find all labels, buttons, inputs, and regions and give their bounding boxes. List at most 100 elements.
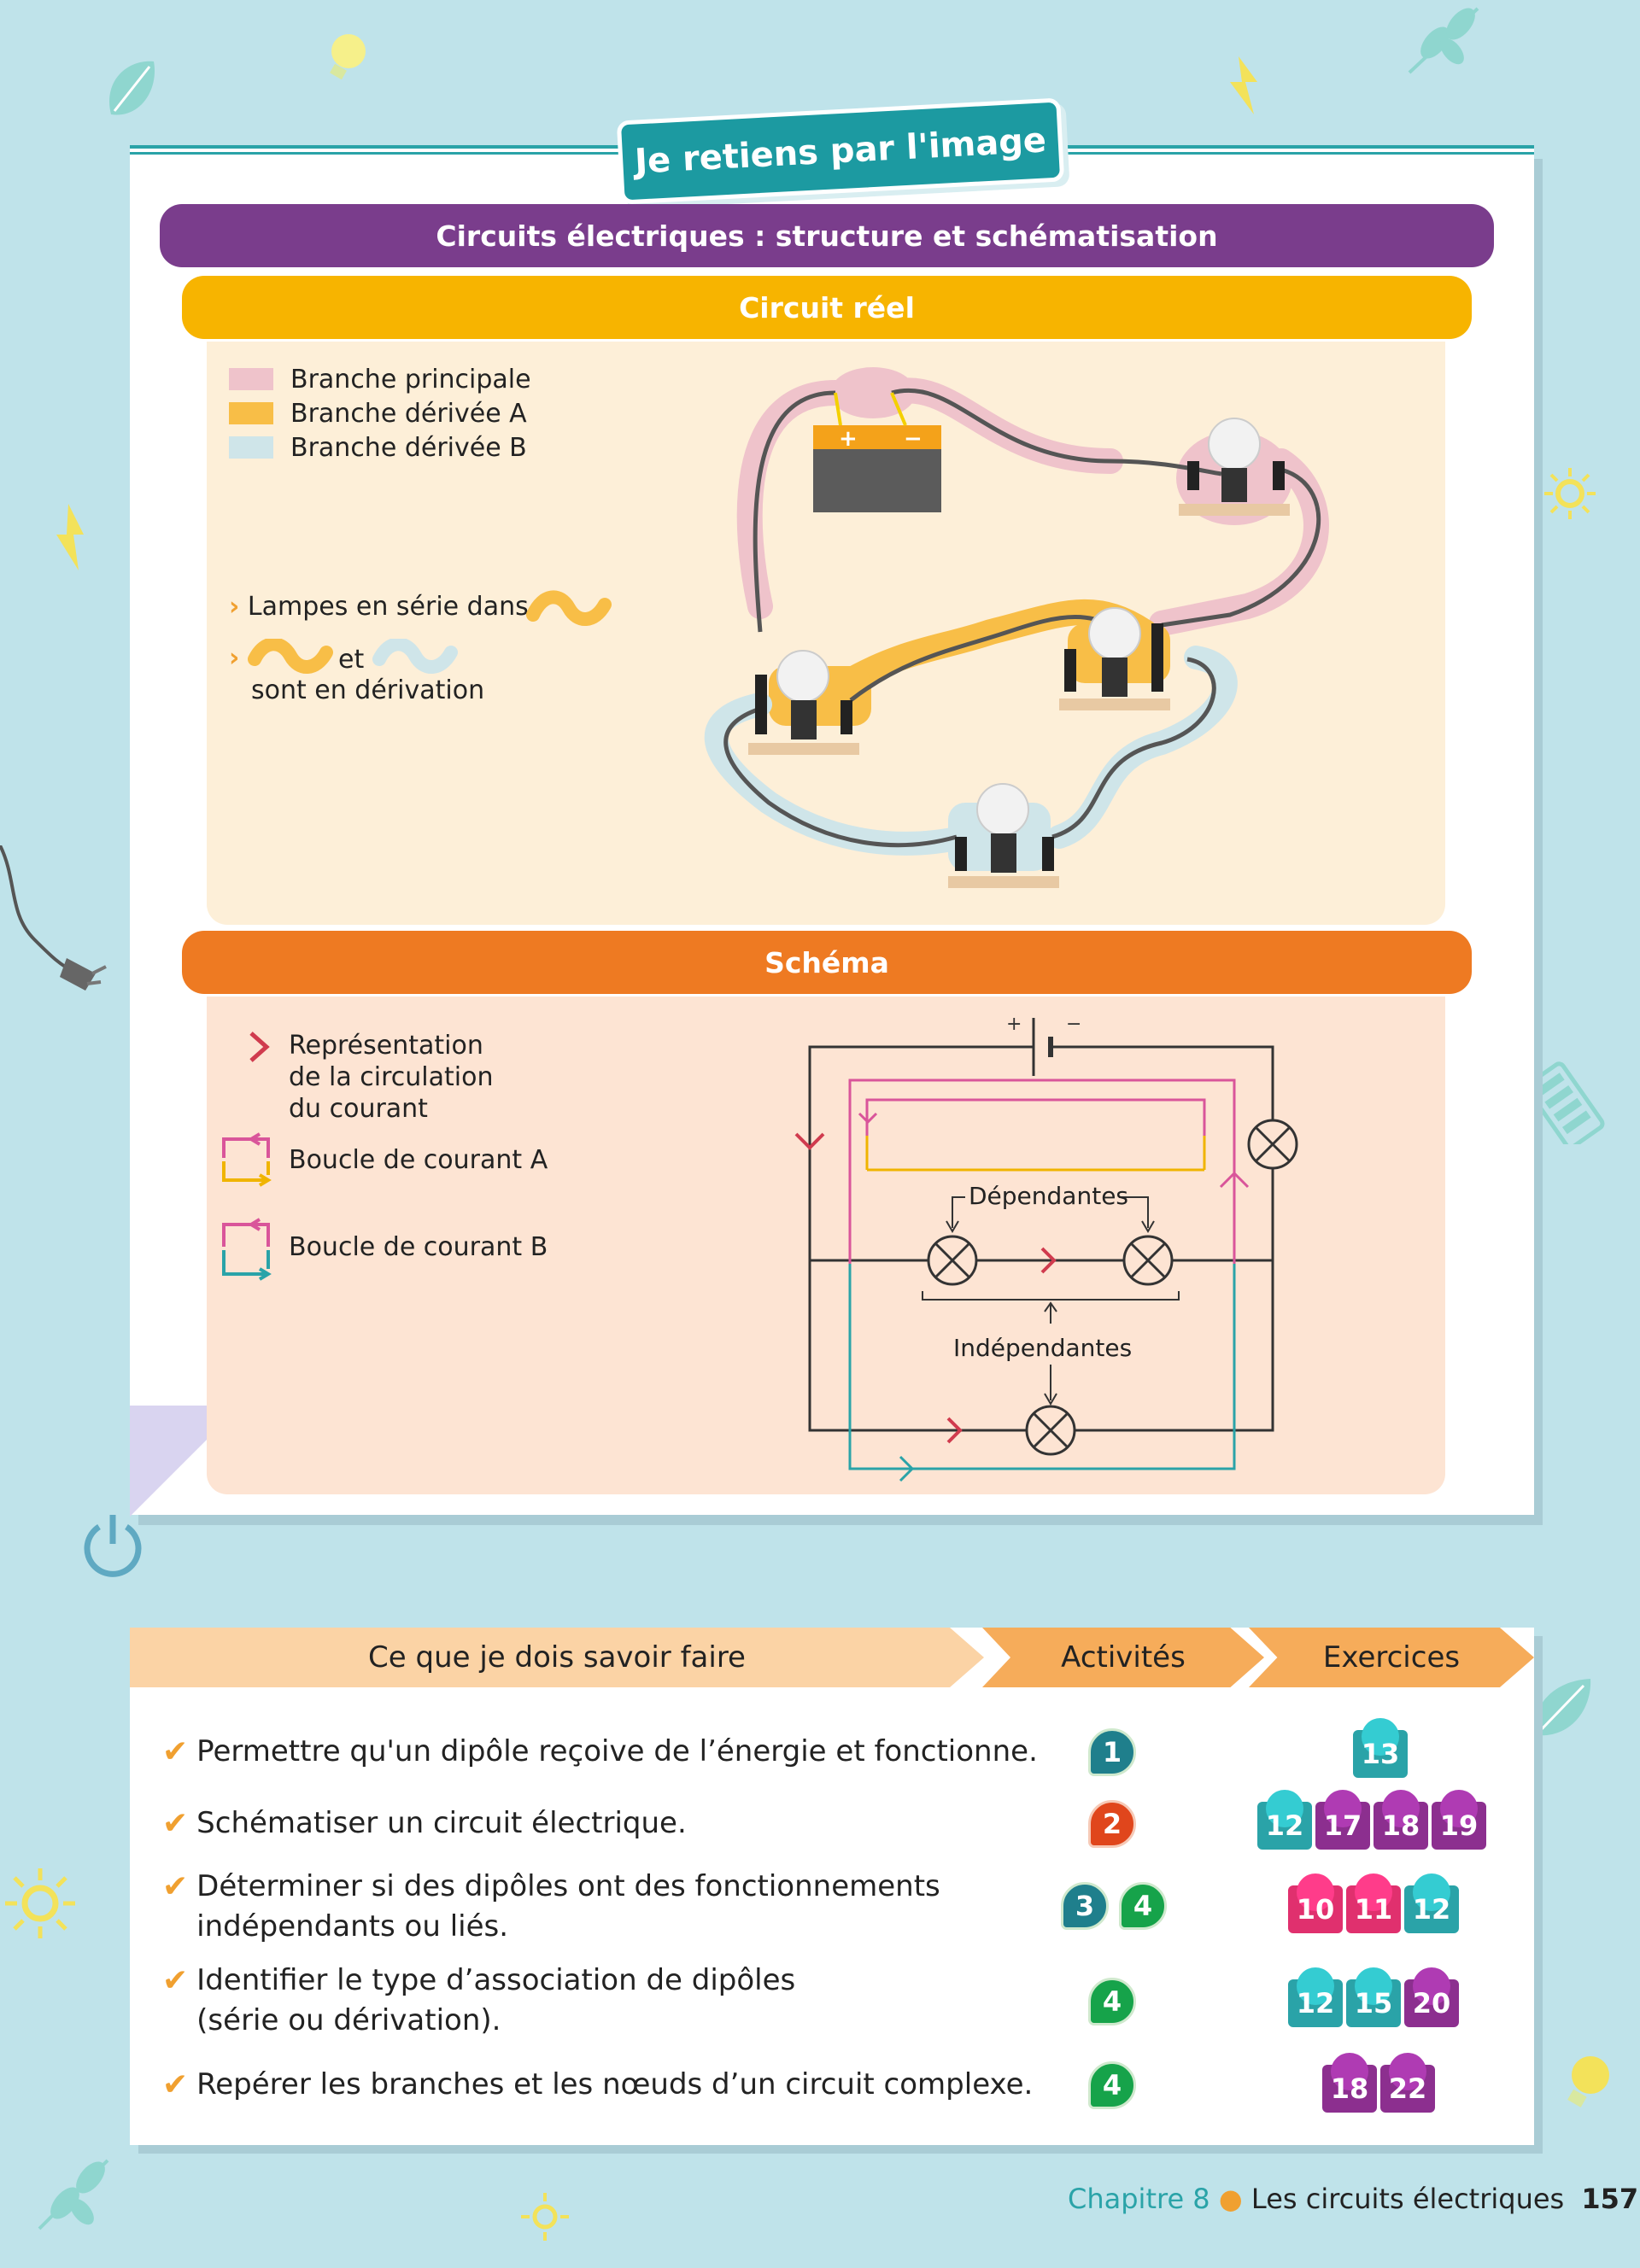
skill-text-line: indépendants ou liés. bbox=[196, 1909, 509, 1944]
activity-badge[interactable]: 1 bbox=[1088, 1728, 1136, 1776]
lamp-icon bbox=[1179, 418, 1290, 516]
exercise-badge[interactable]: 12 bbox=[1257, 1802, 1312, 1850]
loop-a-icon bbox=[220, 1132, 277, 1195]
leaf-branch-icon bbox=[31, 2143, 125, 2241]
activity-badges: 3 4 bbox=[1061, 1882, 1167, 1930]
exercise-badge[interactable]: 13 bbox=[1353, 1730, 1408, 1778]
lamp-icon bbox=[748, 650, 859, 755]
checkmark-icon: ✔ bbox=[162, 1734, 189, 1769]
real-circuit-legend: Branche principale Branche dérivée A Bra… bbox=[229, 362, 531, 465]
activity-badges: 4 bbox=[1088, 2061, 1136, 2109]
bulb-icon bbox=[316, 26, 376, 89]
leaf-icon bbox=[1529, 1674, 1597, 1745]
chapter-label: Chapitre 8 bbox=[1068, 2183, 1210, 2215]
dot-separator-icon: ● bbox=[1218, 2183, 1243, 2215]
current-legend-text: Représentation de la circulation du cour… bbox=[289, 1030, 494, 1125]
exercise-badge[interactable]: 15 bbox=[1346, 1979, 1401, 2027]
exercise-badges: 12 15 20 bbox=[1288, 1979, 1459, 2027]
sun-icon bbox=[519, 2191, 571, 2246]
current-arrow-icon bbox=[244, 1030, 273, 1067]
activity-badge[interactable]: 3 bbox=[1061, 1882, 1109, 1930]
schema-panel bbox=[207, 997, 1445, 1494]
lamp-icon bbox=[1059, 607, 1170, 710]
activity-badge[interactable]: 4 bbox=[1119, 1882, 1167, 1930]
activities-header: Activités bbox=[982, 1628, 1264, 1687]
loop-a-label: Boucle de courant A bbox=[289, 1145, 548, 1175]
legend-swatch bbox=[229, 436, 273, 459]
skill-text-line: Identifier le type d’association de dipô… bbox=[196, 1963, 796, 1997]
legend-swatch bbox=[229, 368, 273, 390]
derivation-note: › bbox=[229, 642, 239, 674]
exercise-badge[interactable]: 19 bbox=[1432, 1802, 1486, 1850]
sun-icon bbox=[1543, 466, 1597, 524]
exercise-badge[interactable]: 12 bbox=[1288, 1979, 1343, 2027]
sun-icon bbox=[2, 1865, 79, 1945]
activity-badges: 1 bbox=[1088, 1728, 1136, 1776]
leaf-branch-icon bbox=[1401, 0, 1495, 80]
dependent-label: Dépendantes bbox=[969, 1182, 1128, 1210]
section-title: Circuits électriques : structure et sché… bbox=[160, 204, 1494, 267]
exercise-badges: 13 bbox=[1353, 1730, 1408, 1778]
derivation-note-text: sont en dérivation bbox=[251, 675, 485, 705]
checkmark-icon: ✔ bbox=[162, 1869, 189, 1904]
activity-badge[interactable]: 4 bbox=[1088, 1978, 1136, 2025]
legend-label: Branche dérivée A bbox=[290, 398, 527, 429]
exercise-badge[interactable]: 17 bbox=[1315, 1802, 1370, 1850]
real-circuit-title: Circuit réel bbox=[182, 276, 1472, 339]
exercise-badge[interactable]: 18 bbox=[1374, 1802, 1428, 1850]
skill-text-line: (série ou dérivation). bbox=[196, 2003, 501, 2037]
plug-cable-icon bbox=[0, 845, 111, 1002]
skill-text: Déterminer si des dipôles ont des foncti… bbox=[196, 1867, 940, 1947]
skill-row: ✔Repérer les branches et les nœuds d’un … bbox=[162, 2065, 1033, 2105]
skill-text: Identifier le type d’association de dipô… bbox=[196, 1961, 795, 2041]
skill-row: ✔Déterminer si des dipôles ont des fonct… bbox=[162, 1867, 940, 1947]
legend-item: Branche principale bbox=[229, 362, 531, 396]
yellow-wave-icon bbox=[248, 637, 333, 681]
leaf-icon bbox=[102, 55, 162, 126]
circuit-schema-diagram: + − Dépendantes Indépendantes bbox=[794, 1014, 1298, 1482]
yellow-wave-icon bbox=[526, 589, 612, 632]
battery-icon bbox=[1525, 1050, 1614, 1150]
exercise-badge[interactable]: 11 bbox=[1346, 1885, 1401, 1933]
independent-label: Indépendantes bbox=[953, 1334, 1132, 1362]
schema-minus-label: − bbox=[1066, 1014, 1081, 1035]
real-circuit-illustration: + − bbox=[704, 367, 1329, 888]
checkmark-icon: ✔ bbox=[162, 1806, 189, 1841]
legend-swatch bbox=[229, 402, 273, 424]
current-legend-line: Représentation bbox=[289, 1031, 483, 1061]
exercise-badges: 10 11 12 bbox=[1288, 1885, 1459, 1933]
skill-text-line: Déterminer si des dipôles ont des foncti… bbox=[196, 1869, 940, 1903]
activity-badge[interactable]: 2 bbox=[1088, 1800, 1136, 1848]
chapter-title: Les circuits électriques bbox=[1250, 2183, 1565, 2215]
exercise-badge[interactable]: 18 bbox=[1322, 2065, 1377, 2113]
derivation-note-and: et bbox=[338, 645, 365, 675]
exercise-badge[interactable]: 12 bbox=[1404, 1885, 1459, 1933]
battery-minus-label: − bbox=[904, 426, 922, 452]
exercise-badge[interactable]: 10 bbox=[1288, 1885, 1343, 1933]
checkmark-icon: ✔ bbox=[162, 2067, 189, 2102]
skills-header: Ce que je dois savoir faire bbox=[130, 1628, 984, 1687]
schema-plus-label: + bbox=[1006, 1014, 1022, 1035]
current-legend-line: de la circulation bbox=[289, 1062, 494, 1092]
chevron-right-icon: › bbox=[229, 592, 240, 622]
exercises-header: Exercices bbox=[1249, 1628, 1534, 1687]
series-note-text: Lampes en série dans bbox=[247, 592, 529, 622]
activity-badge[interactable]: 4 bbox=[1088, 2061, 1136, 2109]
schema-title: Schéma bbox=[182, 931, 1472, 994]
skill-text: Schématiser un circuit électrique. bbox=[196, 1806, 687, 1840]
exercise-badges: 12 17 18 19 bbox=[1257, 1802, 1486, 1850]
blue-wave-icon bbox=[372, 637, 458, 681]
bulb-icon bbox=[1558, 2049, 1618, 2121]
activity-badges: 4 bbox=[1088, 1978, 1136, 2025]
battery-plus-label: + bbox=[839, 426, 858, 452]
series-note: › Lampes en série dans bbox=[229, 591, 529, 623]
skill-text: Permettre qu'un dipôle reçoive de l’éner… bbox=[196, 1734, 1038, 1768]
lightning-icon bbox=[50, 504, 92, 576]
skill-row: ✔Permettre qu'un dipôle reçoive de l’éne… bbox=[162, 1732, 1038, 1772]
exercise-badge[interactable]: 20 bbox=[1404, 1979, 1459, 2027]
skill-row: ✔Schématiser un circuit électrique. bbox=[162, 1803, 687, 1844]
activity-badges: 2 bbox=[1088, 1800, 1136, 1848]
legend-label: Branche principale bbox=[290, 364, 531, 395]
exercise-badge[interactable]: 22 bbox=[1380, 2065, 1435, 2113]
loop-b-icon bbox=[220, 1218, 277, 1289]
